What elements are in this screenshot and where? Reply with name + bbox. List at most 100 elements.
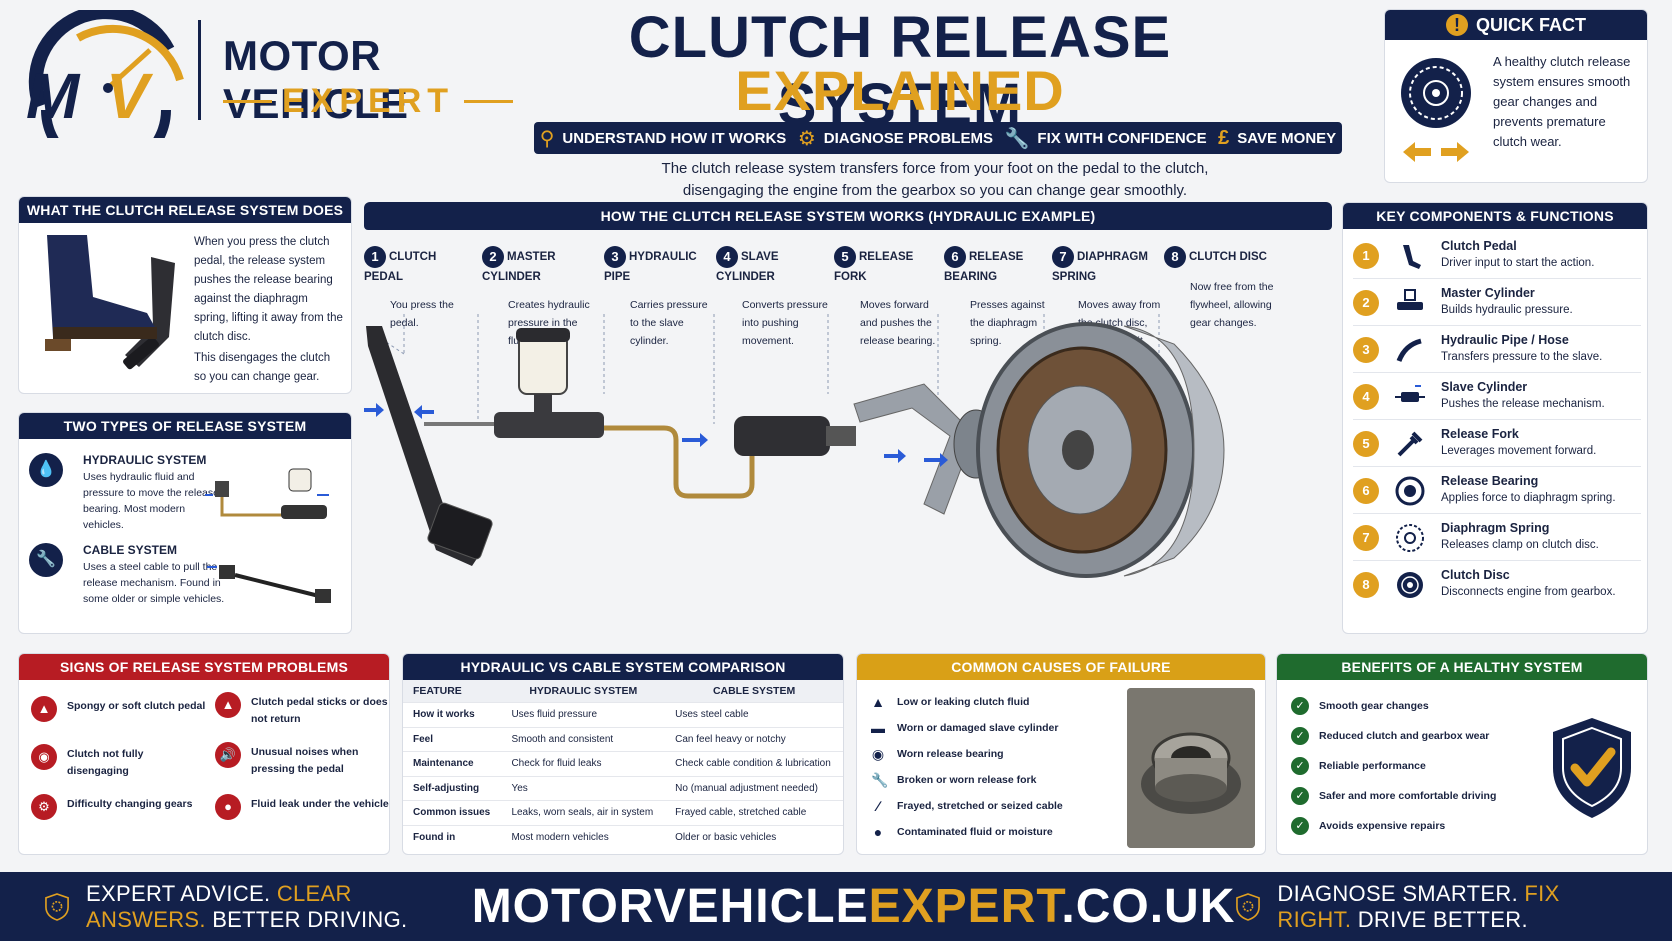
component-row: 5 Release Fork Leverages movement forwar…: [1353, 421, 1641, 467]
cause-item: ◉Worn release bearing: [871, 745, 1004, 762]
pipe-icon: [1396, 338, 1422, 362]
cause-item: ▲Low or leaking clutch fluid: [871, 694, 1030, 710]
clutch-disc-icon: [1401, 58, 1471, 128]
check-icon: ✓: [1291, 787, 1309, 805]
check-icon: ✓: [1291, 757, 1309, 775]
master-cylinder-icon: [1397, 289, 1423, 310]
cause-item: ●Contaminated fluid or moisture: [871, 822, 1053, 842]
footer-right-slogan: DIAGNOSE SMARTER. FIX RIGHT. DRIVE BETTE…: [1235, 881, 1628, 933]
component-row: 7 Diaphragm Spring Releases clamp on clu…: [1353, 515, 1641, 561]
cause-item: 🔧Broken or worn release fork: [871, 771, 1037, 788]
disc-icon: [1397, 572, 1423, 598]
what-it-does-text: When you press the clutch pedal, the rel…: [194, 236, 343, 343]
search-icon: ⚲: [539, 127, 555, 150]
gear-shield-icon: [1236, 892, 1261, 921]
footer-bar: EXPERT ADVICE. CLEAR ANSWERS. BETTER DRI…: [0, 872, 1672, 941]
foot-on-pedal-icon: [45, 235, 175, 370]
check-icon: ✓: [1291, 727, 1309, 745]
what-it-does-title: WHAT THE CLUTCH RELEASE SYSTEM DOES: [19, 197, 351, 223]
component-row: 6 Release Bearing Applies force to diaph…: [1353, 468, 1641, 514]
pedal-icon: ▲: [31, 696, 57, 722]
benefits-card: BENEFITS OF A HEALTHY SYSTEM ✓Smooth gea…: [1276, 653, 1648, 855]
wrench-icon: 🔧: [871, 771, 889, 788]
how-it-works-title: HOW THE CLUTCH RELEASE SYSTEM WORKS (HYD…: [364, 202, 1332, 230]
brand-subname: EXPERT: [223, 82, 514, 121]
pedal-icon: [1403, 245, 1421, 269]
tag-understand: ⚲ UNDERSTAND HOW IT WORKS: [539, 127, 787, 150]
component-row: 1 Clutch Pedal Driver input to start the…: [1353, 233, 1641, 279]
shield-check-icon: [1553, 718, 1631, 818]
quick-fact-card: ! QUICK FACT A healthy clutch release sy…: [1384, 9, 1648, 183]
fluid-leak-icon: ●: [215, 794, 241, 820]
type-cable: 🔧 CABLE SYSTEM Uses a steel cable to pul…: [29, 543, 343, 629]
page-title-accent: EXPLAINED: [735, 59, 1065, 122]
comparison-table: FEATURE HYDRAULIC SYSTEM CABLE SYSTEM Ho…: [403, 680, 843, 850]
problem-signs-card: SIGNS OF RELEASE SYSTEM PROBLEMS ▲ Spong…: [18, 653, 390, 855]
spring-icon: [1396, 524, 1424, 552]
check-icon: ✓: [1291, 817, 1309, 835]
comparison-card: HYDRAULIC VS CABLE SYSTEM COMPARISON FEA…: [402, 653, 844, 855]
cause-item: ▬Worn or damaged slave cylinder: [871, 720, 1059, 736]
tag-diagnose: ⚙ DIAGNOSE PROBLEMS: [797, 127, 993, 150]
clutch-system-illustration: [364, 314, 1225, 578]
release-types-card: TWO TYPES OF RELEASE SYSTEM 💧 HYDRAULIC …: [18, 412, 352, 634]
cylinder-icon: ▬: [871, 720, 885, 736]
wrench-icon: 🔧: [1004, 127, 1030, 150]
benefit-item: ✓Reliable performance: [1291, 756, 1426, 776]
benefit-item: ✓Safer and more comfortable driving: [1291, 786, 1496, 806]
failure-causes-card: COMMON CAUSES OF FAILURE ▲Low or leaking…: [856, 653, 1266, 855]
release-bearing-photo: [1127, 688, 1255, 848]
benefits-title: BENEFITS OF A HEALTHY SYSTEM: [1277, 654, 1647, 680]
quick-fact-text: A healthy clutch release system ensures …: [1493, 54, 1631, 149]
fork-icon: [1397, 431, 1423, 457]
droplet-icon: ●: [873, 824, 883, 840]
pedal-stuck-icon: ▲: [215, 692, 241, 718]
gear-shield-icon: [45, 892, 69, 921]
svg-text:V: V: [106, 60, 154, 132]
how-it-works-diagram: HOW THE CLUTCH RELEASE SYSTEM WORKS (HYD…: [364, 202, 1332, 634]
footer-left-slogan: EXPERT ADVICE. CLEAR ANSWERS. BETTER DRI…: [44, 881, 472, 933]
intro-text: The clutch release system transfers forc…: [661, 160, 1209, 199]
benefit-item: ✓Reduced clutch and gearbox wear: [1291, 726, 1489, 746]
table-header-row: FEATURE HYDRAULIC SYSTEM CABLE SYSTEM: [403, 680, 843, 703]
droplet-icon: 💧: [29, 453, 63, 487]
component-row: 2 Master Cylinder Builds hydraulic press…: [1353, 280, 1641, 326]
release-types-title: TWO TYPES OF RELEASE SYSTEM: [19, 413, 351, 439]
benefit-item: ✓Smooth gear changes: [1291, 696, 1429, 716]
what-it-does-card: WHAT THE CLUTCH RELEASE SYSTEM DOES When…: [18, 196, 352, 394]
component-row: 8 Clutch Disc Disconnects engine from ge…: [1353, 562, 1641, 608]
cause-item: ∕Frayed, stretched or seized cable: [871, 796, 1063, 816]
hydraulic-system-icon: [205, 468, 329, 519]
gear-icon: ⚙: [31, 794, 57, 820]
brand-name: MOTOR VEHICLE: [223, 32, 409, 127]
component-row: 3 Hydraulic Pipe / Hose Transfers pressu…: [1353, 327, 1641, 373]
warning-icon: !: [1446, 14, 1468, 36]
logo-divider: [198, 20, 201, 120]
fluid-bottle-icon: ▲: [871, 694, 885, 710]
tag-fix: 🔧 FIX WITH CONFIDENCE: [1004, 127, 1207, 150]
slave-cylinder-icon: [1395, 385, 1425, 402]
component-row: 4 Slave Cylinder Pushes the release mech…: [1353, 374, 1641, 420]
key-components-title: KEY COMPONENTS & FUNCTIONS: [1343, 203, 1647, 229]
what-it-does-note: This disengages the clutch so you can ch…: [194, 352, 331, 383]
type-hydraulic: 💧 HYDRAULIC SYSTEM Uses hydraulic fluid …: [29, 453, 343, 533]
mv-logo-icon: M V: [26, 10, 184, 138]
speaker-icon: 🔊: [215, 742, 241, 768]
problem-signs-title: SIGNS OF RELEASE SYSTEM PROBLEMS: [19, 654, 389, 680]
brand-logo[interactable]: M V MOTOR VEHICLE EXPERT: [18, 10, 528, 140]
bearing-icon: ◉: [871, 745, 885, 762]
website-link[interactable]: MOTORVEHICLEEXPERT.CO.UK: [471, 880, 1236, 933]
key-components-card: KEY COMPONENTS & FUNCTIONS 1 Clutch Peda…: [1342, 202, 1648, 634]
pound-icon: £: [1218, 126, 1230, 149]
